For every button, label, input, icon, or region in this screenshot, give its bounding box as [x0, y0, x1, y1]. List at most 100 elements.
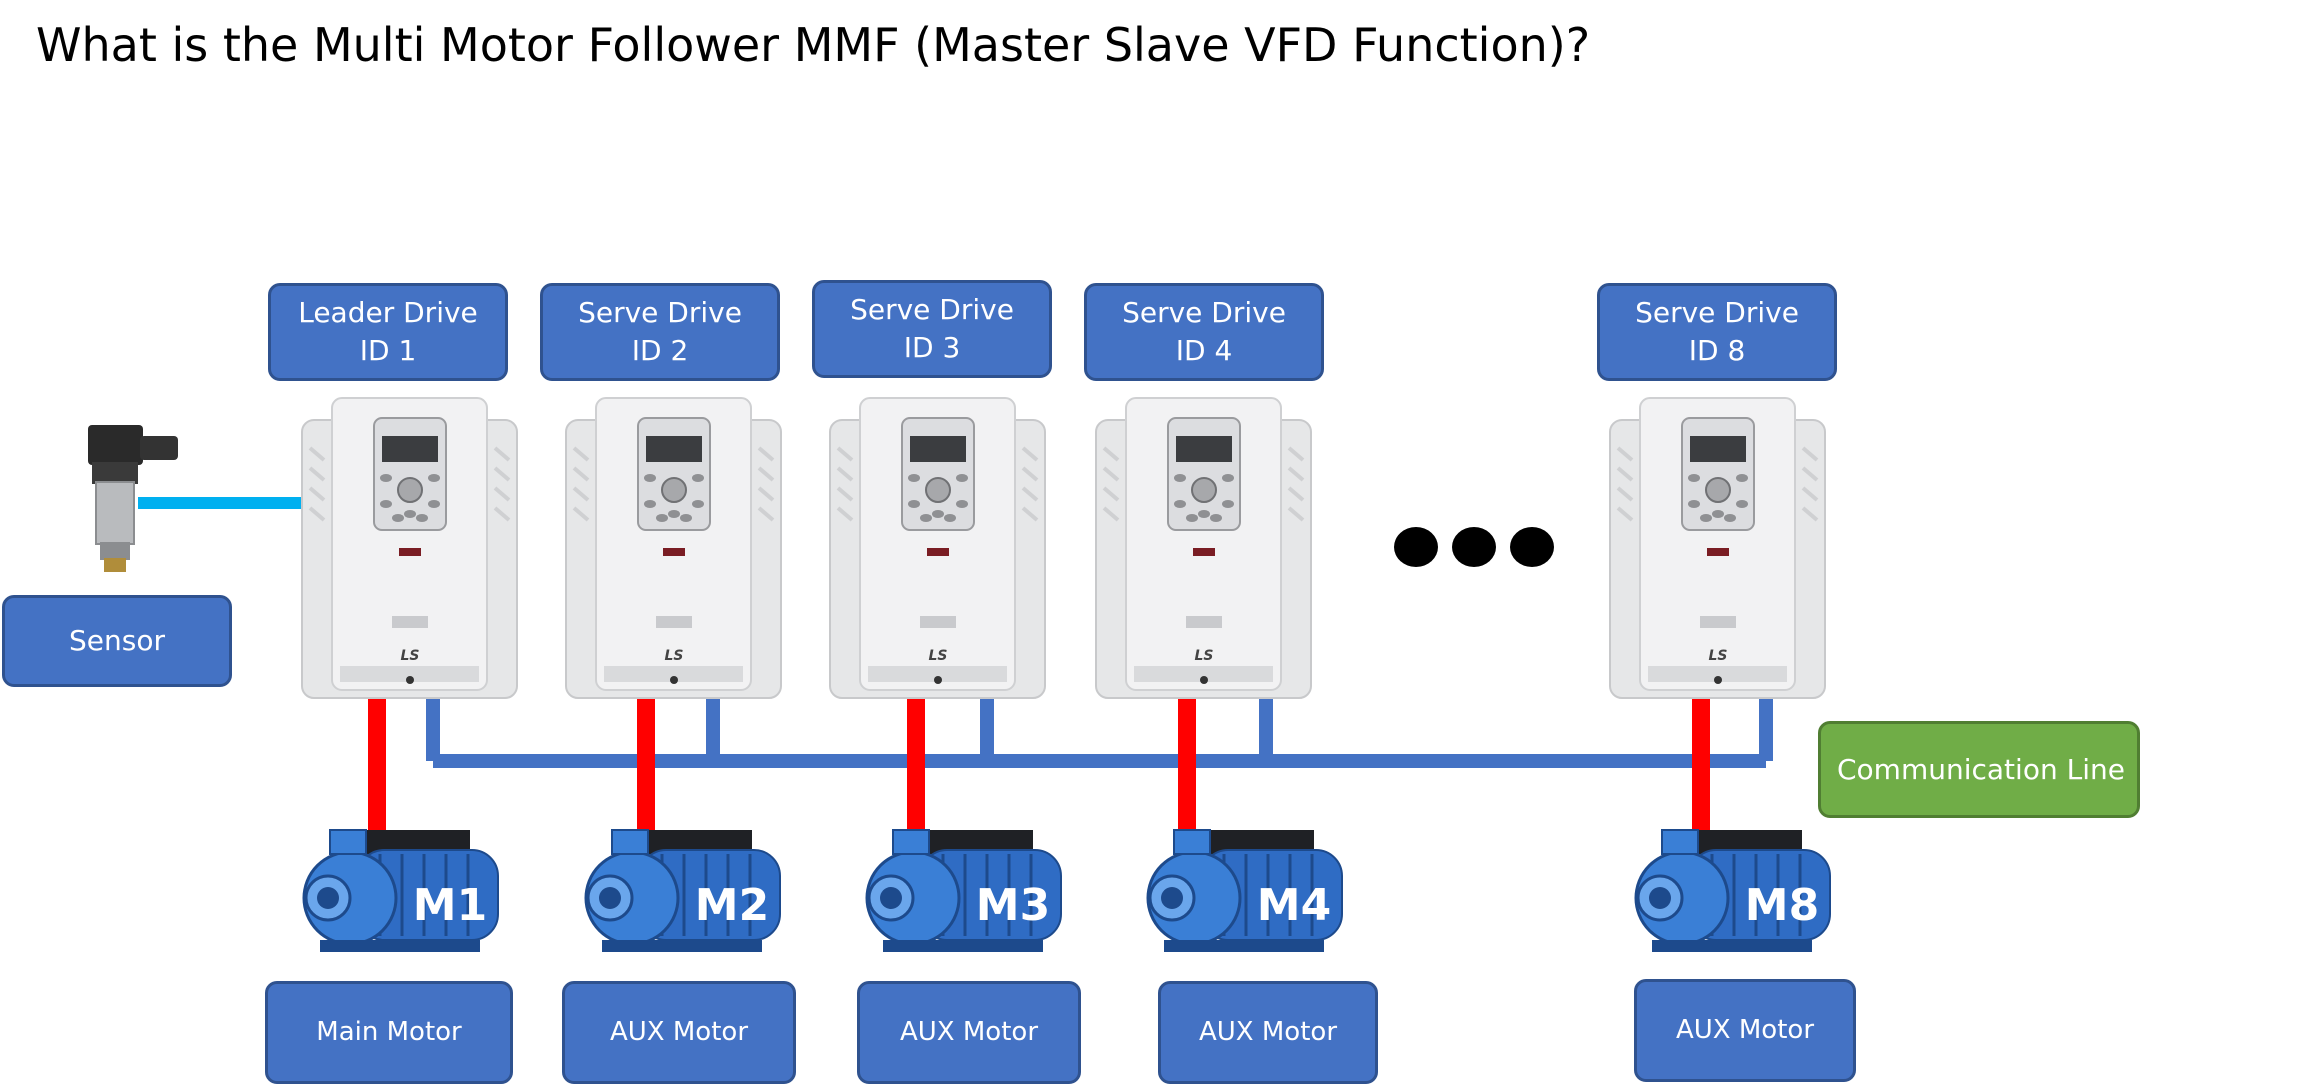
- pump-base: [1652, 940, 1812, 952]
- pump-base: [320, 940, 480, 952]
- vfd-drive-icon: LS: [1095, 397, 1312, 699]
- vent-slot: [1021, 446, 1039, 462]
- keypad-key: [380, 474, 392, 482]
- keypad-key: [1210, 514, 1222, 522]
- vent-slot: [493, 446, 511, 462]
- drive-led: [670, 676, 678, 684]
- vfd-drive-icon: LS: [565, 397, 782, 699]
- motor-id-label: M1: [413, 880, 487, 931]
- drive-label-box: Serve Drive ID 3: [812, 280, 1052, 378]
- keypad-key: [668, 510, 680, 518]
- vent-slot: [1102, 506, 1120, 522]
- pump-outlet: [329, 829, 367, 855]
- vent-slot: [1801, 466, 1819, 482]
- pump-outlet: [1661, 829, 1699, 855]
- drive-front: [1639, 397, 1796, 691]
- keypad-dial: [397, 477, 423, 503]
- pump-outlet: [611, 829, 649, 855]
- drive-role: Serve Drive: [1635, 296, 1799, 330]
- keypad-display: [1176, 436, 1232, 462]
- vent-slot: [757, 506, 775, 522]
- vent-slot: [1021, 506, 1039, 522]
- ellipsis-dots-icon: [1394, 527, 1554, 567]
- vent-slot: [1287, 466, 1305, 482]
- drive-role: Serve Drive: [578, 296, 742, 330]
- drive-id: ID 4: [1175, 334, 1233, 367]
- drive-id: ID 8: [1688, 334, 1746, 367]
- communication-line-label: Communication Line: [1818, 721, 2140, 818]
- vent-slot: [836, 466, 854, 482]
- keypad-key: [392, 514, 404, 522]
- vent-slot: [308, 466, 326, 482]
- vent-slot: [836, 506, 854, 522]
- keypad-key: [1174, 474, 1186, 482]
- connection-lines: [138, 497, 1773, 840]
- pump-outlet: [892, 829, 930, 855]
- drive-led: [934, 676, 942, 684]
- drive-badge: [399, 548, 421, 556]
- keypad-key: [1198, 510, 1210, 518]
- vent-slot: [572, 446, 590, 462]
- vent-slot: [308, 446, 326, 462]
- drive-front: [595, 397, 752, 691]
- keypad-key: [1700, 514, 1712, 522]
- pump-motor-icon: M2: [584, 829, 781, 952]
- page-title: What is the Multi Motor Follower MMF (Ma…: [36, 18, 1591, 72]
- vent-slot: [493, 466, 511, 482]
- warning-label: [1700, 616, 1736, 628]
- vent-slot: [572, 486, 590, 502]
- vent-slot: [1616, 446, 1634, 462]
- vent-slot: [1287, 446, 1305, 462]
- vent-slot: [757, 446, 775, 462]
- keypad-key: [1222, 474, 1234, 482]
- keypad-key: [908, 500, 920, 508]
- drive-label-box: Serve Drive ID 2: [540, 283, 780, 381]
- sensor-label-box: Sensor: [2, 595, 232, 687]
- vent-slot: [1801, 446, 1819, 462]
- vent-slot: [1102, 486, 1120, 502]
- keypad-display: [646, 436, 702, 462]
- vfd-drive-icon: LS: [829, 397, 1046, 699]
- motor-label-box: Main Motor: [265, 981, 513, 1084]
- pump-motor-icon: M1: [302, 829, 499, 952]
- keypad-key: [956, 500, 968, 508]
- drive-bottom: [1134, 666, 1273, 682]
- motor-id-label: M3: [976, 880, 1050, 931]
- pump-inlet-hole: [599, 887, 621, 909]
- motor-id-label: M4: [1257, 880, 1331, 931]
- ellipsis-dot: [1394, 527, 1438, 567]
- drive-bottom: [604, 666, 743, 682]
- drive-label-box: Serve Drive ID 4: [1084, 283, 1324, 381]
- vent-slot: [1616, 486, 1634, 502]
- keypad-key: [920, 514, 932, 522]
- pump-base: [602, 940, 762, 952]
- vent-slot: [572, 466, 590, 482]
- drive-badge: [663, 548, 685, 556]
- motor-label-box: AUX Motor: [1634, 979, 1856, 1082]
- keypad-key: [956, 474, 968, 482]
- keypad-key: [1712, 510, 1724, 518]
- keypad-key: [692, 500, 704, 508]
- keypad-key: [692, 474, 704, 482]
- drive-id: ID 2: [631, 334, 689, 367]
- vent-slot: [493, 486, 511, 502]
- motor-id-label: M8: [1745, 880, 1819, 931]
- keypad-key: [1736, 500, 1748, 508]
- drive-id: ID 3: [903, 331, 961, 364]
- vent-slot: [1021, 486, 1039, 502]
- warning-label: [656, 616, 692, 628]
- vent-slot: [1616, 506, 1634, 522]
- drive-bottom: [868, 666, 1007, 682]
- keypad-key: [380, 500, 392, 508]
- vent-slot: [836, 446, 854, 462]
- ellipsis-dot: [1510, 527, 1554, 567]
- pump-inlet-hole: [317, 887, 339, 909]
- keypad-key: [428, 474, 440, 482]
- vent-slot: [308, 506, 326, 522]
- pump-outlet: [1173, 829, 1211, 855]
- pump-base: [883, 940, 1043, 952]
- drive-badge: [1193, 548, 1215, 556]
- keypad-key: [656, 514, 668, 522]
